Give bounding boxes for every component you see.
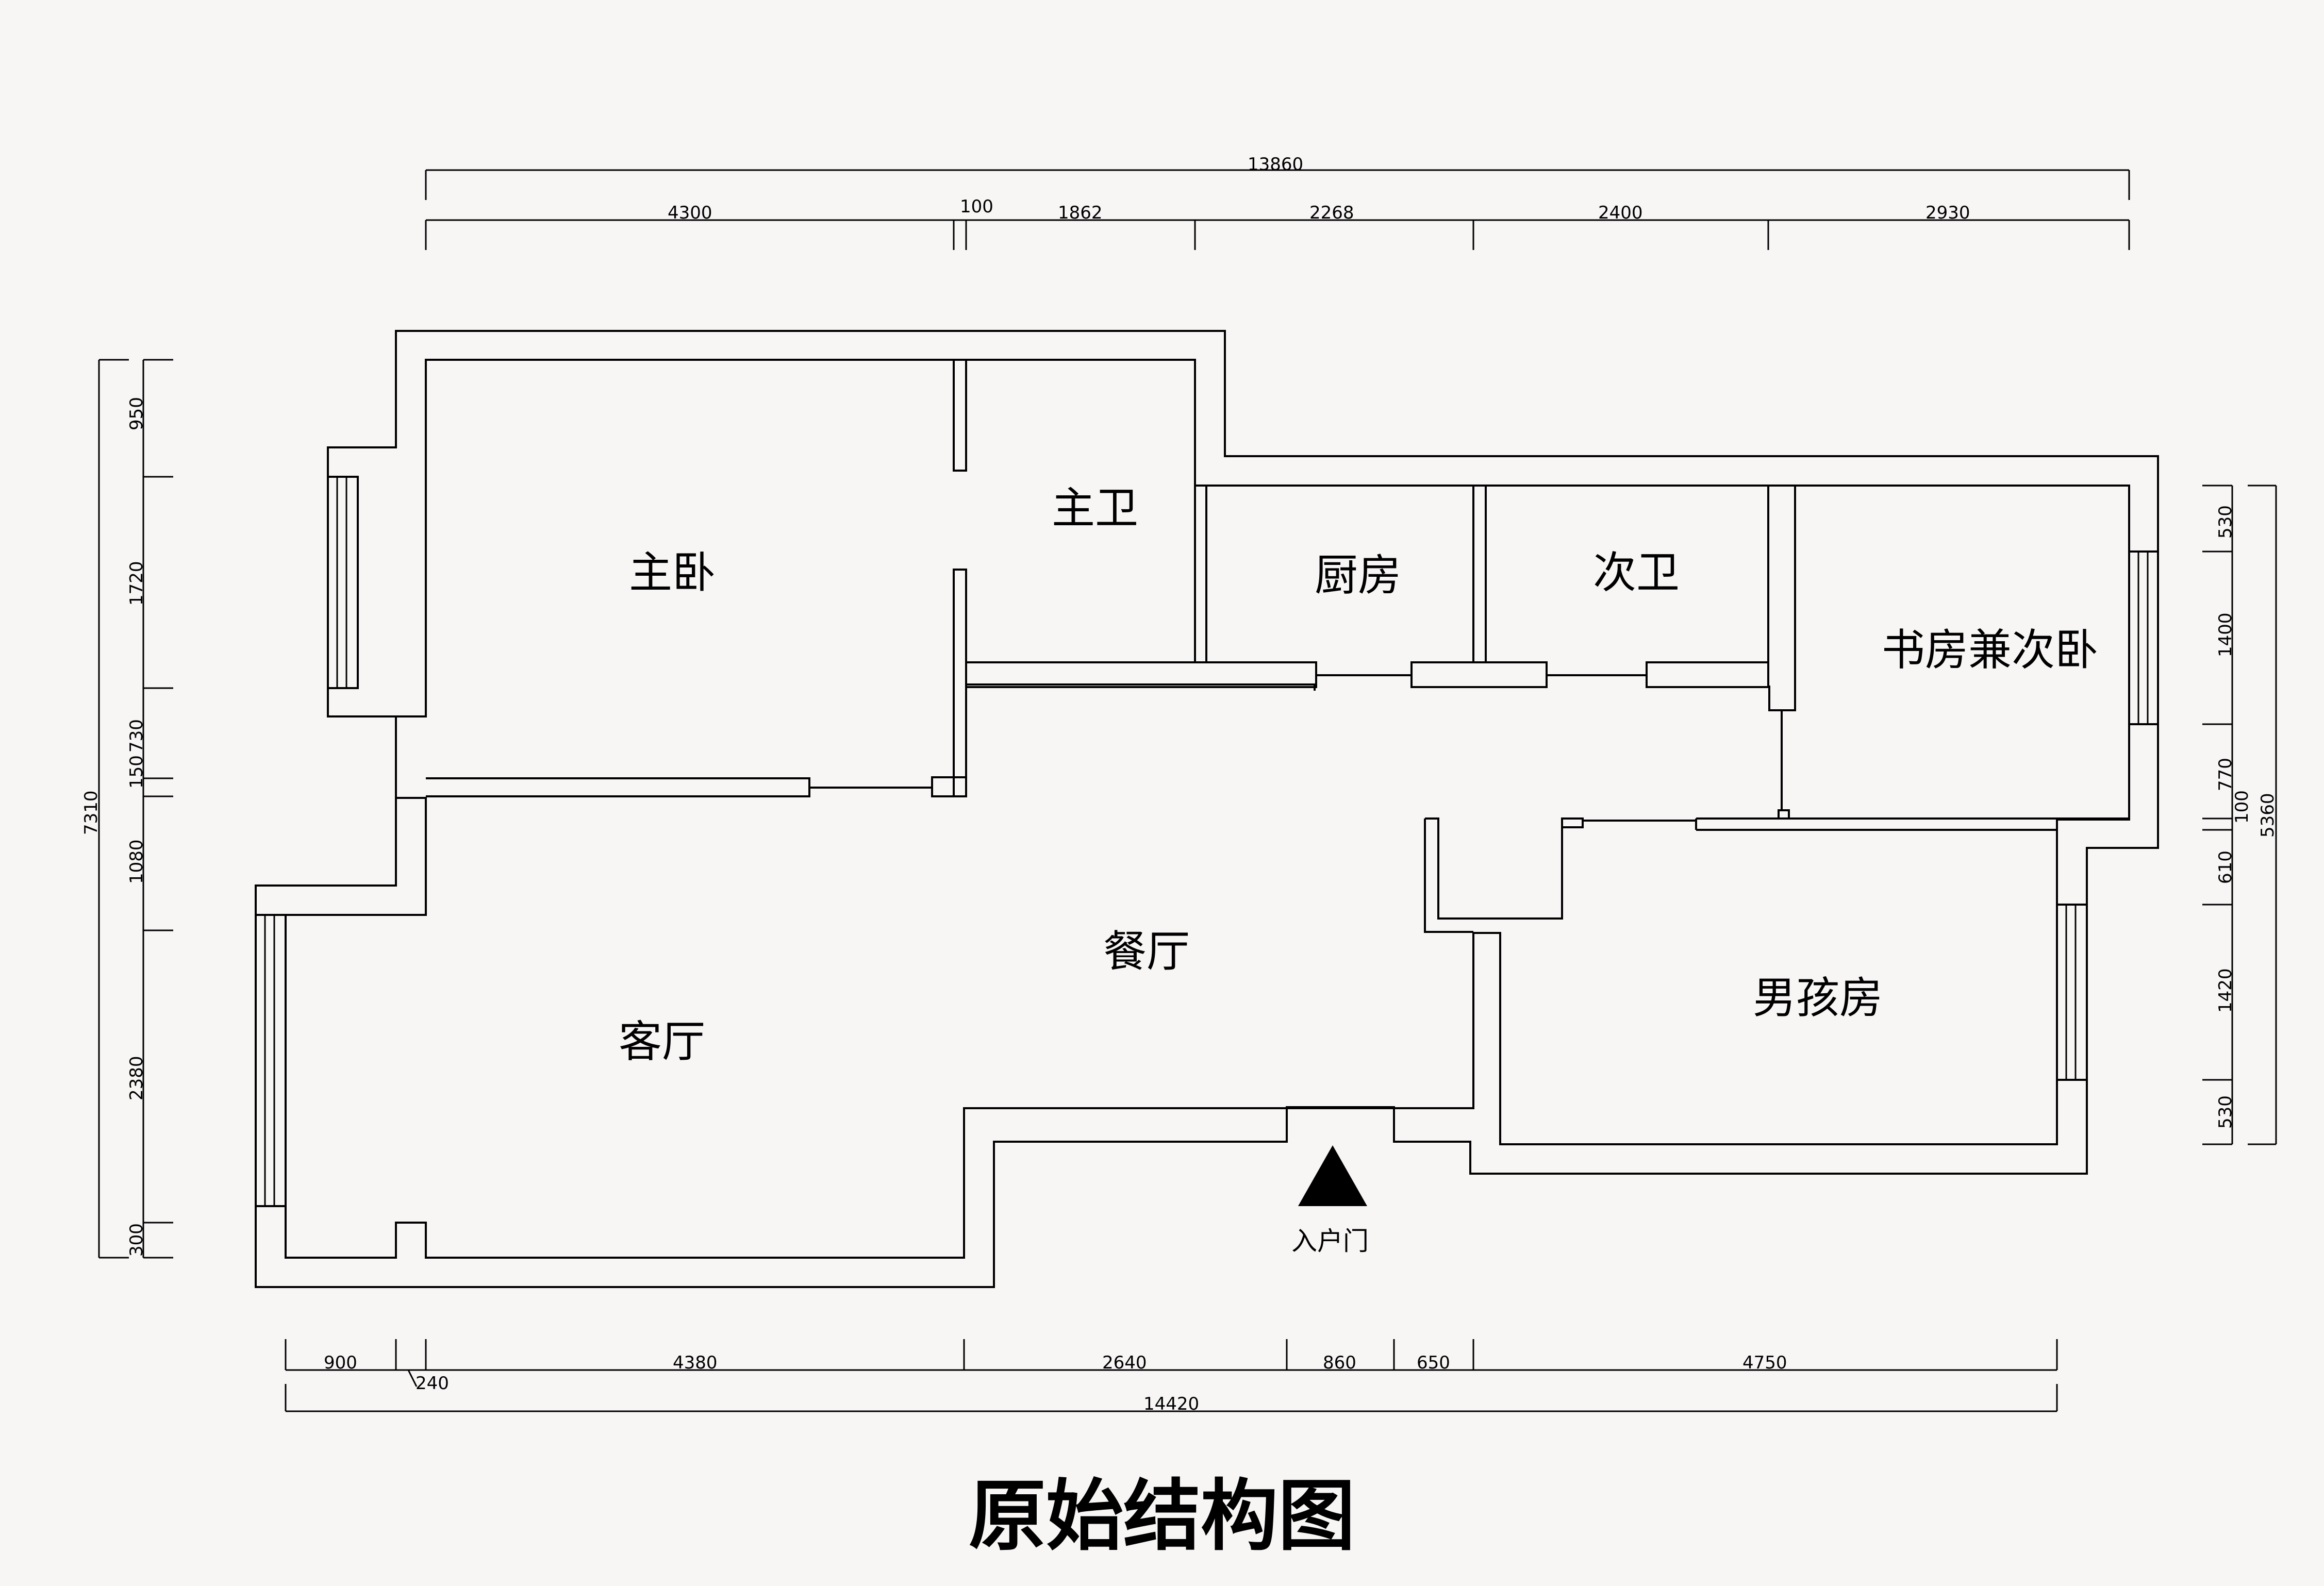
dim-right-3: 100 <box>2232 790 2252 824</box>
dim-left-6: 300 <box>126 1223 147 1257</box>
walls <box>255 330 2159 1288</box>
study-wall <box>1696 485 2129 711</box>
label-kitchen: 厨房 <box>1315 550 1401 600</box>
dim-top-1: 100 <box>960 196 993 217</box>
label-second-bath: 次卫 <box>1593 547 1680 598</box>
dim-right-1: 1400 <box>2215 612 2236 657</box>
dimensions-left: 7310 950 1720 730 150 1080 2380 300 <box>81 359 173 1259</box>
dim-left-1: 1720 <box>126 561 147 606</box>
dim-left-5: 2380 <box>126 1056 147 1100</box>
dim-top-total: 13860 <box>1248 154 1303 175</box>
entrance-label: 入户门 <box>1291 1226 1369 1256</box>
dim-bottom-0: 900 <box>324 1353 357 1373</box>
dimensions-top: 13860 4300 100 1862 2268 2400 2930 <box>425 154 2130 250</box>
dim-bottom-4: 860 <box>1323 1353 1356 1373</box>
window-living <box>255 914 287 1207</box>
dim-bottom-2: 4380 <box>673 1353 718 1373</box>
closet-wall <box>1424 817 1563 933</box>
windows <box>255 476 2159 1207</box>
dim-bottom-3: 2640 <box>1102 1353 1147 1373</box>
dimensions-bottom: 900 240 4380 2640 860 650 4750 14420 <box>285 1339 2058 1414</box>
label-master-bath: 主卫 <box>1052 483 1138 533</box>
dim-bottom-1: 240 <box>416 1373 449 1394</box>
drawing-title: 原始结构图 <box>968 1472 1355 1561</box>
dim-top-2: 1862 <box>1058 203 1103 223</box>
bath-bottom-wall <box>966 360 1316 691</box>
entrance-arrow-icon <box>1298 1145 1367 1206</box>
dim-right-6: 530 <box>2215 1095 2236 1129</box>
partition-master-lower <box>953 569 967 797</box>
window-study <box>2128 550 2159 725</box>
dim-top-3: 2268 <box>1309 203 1354 223</box>
label-boys-room: 男孩房 <box>1753 973 1883 1023</box>
second-bath-wall <box>1485 485 1769 662</box>
boys-room-top <box>1561 809 2129 831</box>
dimensions-right: 530 1400 770 100 610 1420 530 5360 <box>2202 485 2278 1145</box>
dim-left-total: 7310 <box>81 790 102 835</box>
dim-left-4: 1080 <box>126 839 147 884</box>
dim-left-0: 950 <box>126 397 147 430</box>
label-master-bedroom: 主卧 <box>629 547 716 598</box>
window-master <box>327 476 359 689</box>
dim-bottom-total: 14420 <box>1143 1394 1199 1414</box>
partition-master <box>953 359 967 472</box>
dim-right-2: 770 <box>2215 758 2236 791</box>
dim-top-0: 4300 <box>668 203 712 223</box>
entrance-left-wall <box>964 1107 1288 1143</box>
dim-right-0: 530 <box>2215 505 2236 539</box>
dim-bottom-6: 4750 <box>1742 1353 1787 1373</box>
label-living: 客厅 <box>619 1016 705 1067</box>
entrance-right-wall <box>1393 1107 1473 1142</box>
dim-right-5: 1420 <box>2215 968 2236 1013</box>
dim-top-5: 2930 <box>1925 203 1970 223</box>
dim-right-total: 5360 <box>2257 793 2278 838</box>
dim-bottom-5: 650 <box>1417 1353 1450 1373</box>
label-dining: 餐厅 <box>1103 926 1190 977</box>
room-labels: 主卧 主卫 厨房 次卫 书房兼次卧 餐厅 客厅 男孩房 <box>619 483 2098 1067</box>
dim-left-3: 150 <box>126 755 147 789</box>
corridor-wall <box>966 661 1769 688</box>
window-boys-room <box>2056 904 2088 1081</box>
label-study: 书房兼次卧 <box>1882 625 2098 675</box>
dim-top-4: 2400 <box>1598 203 1643 223</box>
dim-right-4: 610 <box>2215 850 2236 884</box>
dim-left-2: 730 <box>126 719 147 753</box>
bedroom-bottom-wall <box>426 776 967 797</box>
